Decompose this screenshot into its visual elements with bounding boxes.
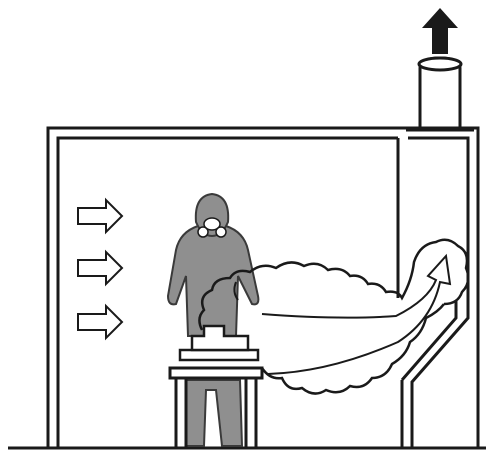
respirator-icon: [197, 217, 227, 238]
spray-plume: [233, 281, 239, 301]
workbench: [168, 366, 264, 448]
arrow-right-icon: [77, 303, 124, 341]
fume-cloud: [198, 238, 470, 395]
arrow-right-icon: [77, 249, 124, 287]
airflow-curved-arrow: [261, 253, 452, 375]
workpiece: [178, 324, 260, 362]
exhaust-stack: [406, 56, 474, 132]
arrow-right-icon: [77, 197, 124, 235]
intake-arrows: [77, 197, 124, 341]
exhaust-arrow-up-icon: [422, 8, 458, 54]
